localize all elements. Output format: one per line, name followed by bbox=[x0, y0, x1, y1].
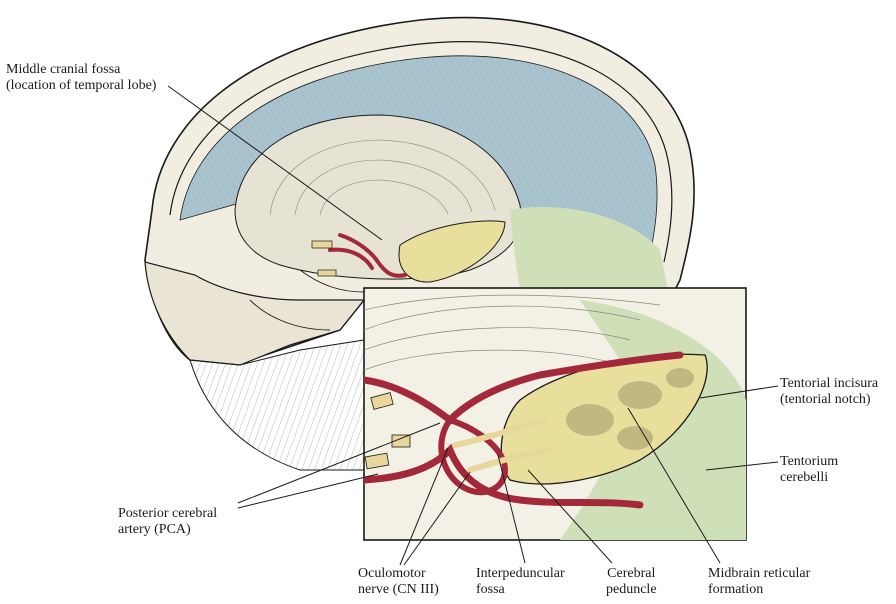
nerve-stub-1 bbox=[311, 240, 333, 249]
nerve-stub-2 bbox=[317, 269, 337, 277]
leader-lines bbox=[167, 85, 779, 566]
label-tentorial-incisura-line1: Tentorial incisura bbox=[780, 376, 879, 391]
tentorium-cerebelli bbox=[510, 206, 668, 290]
leader-pca-2 bbox=[237, 473, 379, 509]
label-interpeduncular-line1: Interpeduncular bbox=[476, 566, 565, 581]
skull-base-front bbox=[144, 261, 366, 366]
leader-cerebral-peduncle bbox=[527, 469, 613, 564]
leader-oculomotor-2 bbox=[403, 471, 471, 566]
pca-small bbox=[328, 233, 407, 278]
reticular-formation-spot-2 bbox=[618, 381, 662, 409]
label-oculomotor-line1: Oculomotor bbox=[358, 566, 426, 581]
leader-tentorium-cerebelli bbox=[705, 461, 779, 471]
label-posterior-cerebral-artery: Posterior cerebral artery (PCA) bbox=[118, 506, 217, 538]
skull bbox=[144, 16, 695, 471]
inset-nerve-1 bbox=[370, 392, 394, 410]
inset-magnified-view bbox=[363, 287, 747, 541]
label-pca-line2: artery (PCA) bbox=[118, 522, 191, 537]
leader-reticular-formation bbox=[627, 407, 721, 564]
label-midbrain-reticular-formation: Midbrain reticular formation bbox=[708, 566, 810, 598]
inset-oculomotor bbox=[452, 417, 553, 473]
label-reticular-line2: formation bbox=[708, 582, 764, 597]
label-pca-line1: Posterior cerebral bbox=[118, 506, 218, 521]
label-oculomotor-line2: nerve (CN III) bbox=[358, 582, 439, 597]
inset-nerve-2 bbox=[391, 434, 411, 448]
label-reticular-line1: Midbrain reticular bbox=[708, 566, 811, 581]
label-interpeduncular-line2: fossa bbox=[476, 582, 505, 597]
label-middle-cranial-fossa: Middle cranial fossa (location of tempor… bbox=[6, 62, 156, 94]
leader-middle-cranial-fossa bbox=[167, 85, 383, 241]
label-interpeduncular-fossa: Interpeduncular fossa bbox=[476, 566, 565, 598]
reticular-formation-spot-4 bbox=[666, 368, 694, 388]
label-oculomotor-nerve: Oculomotor nerve (CN III) bbox=[358, 566, 439, 598]
inset-pca bbox=[364, 351, 684, 509]
sella-region bbox=[249, 269, 365, 331]
reticular-formation-spot-3 bbox=[617, 426, 653, 450]
inset-nerve-3 bbox=[364, 452, 390, 470]
skull-inner-rim bbox=[169, 41, 673, 263]
midbrain-small bbox=[398, 220, 506, 283]
reticular-formation-spot-1 bbox=[566, 404, 614, 436]
label-tentorium-cerebelli-line1: Tentorium bbox=[780, 454, 839, 469]
label-cerebral-peduncle-line1: Cerebral bbox=[607, 566, 656, 581]
label-middle-cranial-fossa-line1: Middle cranial fossa bbox=[6, 62, 121, 77]
label-tentorium-cerebelli: Tentorium cerebelli bbox=[780, 454, 838, 486]
label-cerebral-peduncle-line2: peduncle bbox=[606, 582, 657, 597]
fossa-contours bbox=[269, 139, 496, 216]
dura-hatching bbox=[180, 55, 658, 256]
label-tentorium-cerebelli-line2: cerebelli bbox=[780, 470, 829, 485]
leader-interpeduncular bbox=[497, 454, 526, 564]
label-cerebral-peduncle: Cerebral peduncle bbox=[606, 566, 657, 598]
label-tentorial-incisura-line2: (tentorial notch) bbox=[780, 392, 871, 407]
inset-fossa-contours bbox=[364, 294, 661, 371]
leader-pca-1 bbox=[237, 422, 441, 504]
leader-oculomotor-1 bbox=[399, 447, 449, 566]
label-middle-cranial-fossa-line2: (location of temporal lobe) bbox=[6, 78, 157, 93]
label-tentorial-incisura: Tentorial incisura (tentorial notch) bbox=[780, 376, 878, 408]
leader-tentorial-incisura bbox=[699, 385, 779, 399]
